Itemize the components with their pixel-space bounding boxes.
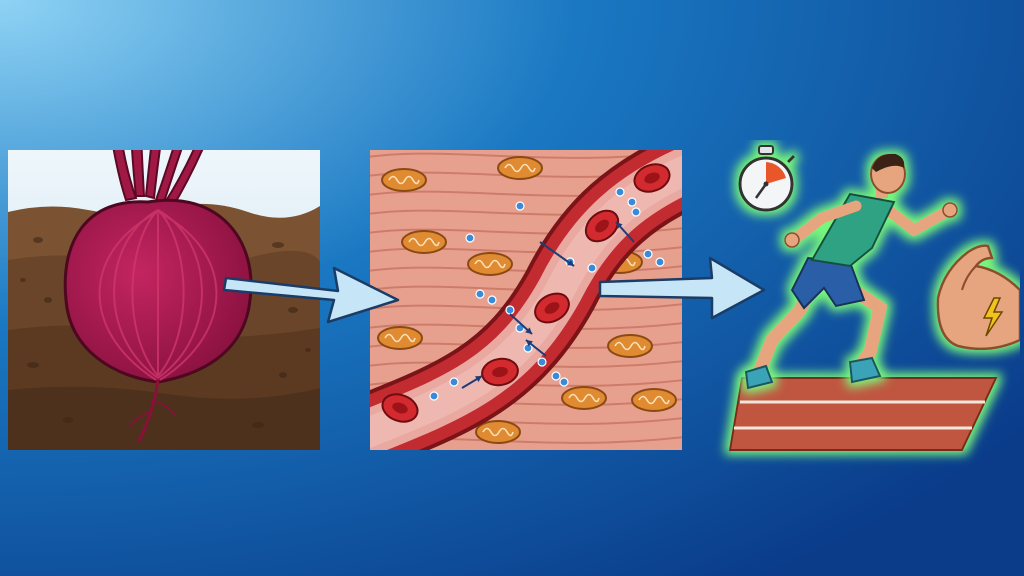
red-blood-cell [633, 163, 671, 193]
mitochondrion [475, 420, 521, 444]
red-blood-cell [481, 357, 519, 387]
muscle-panel [370, 150, 682, 450]
diffusion-arrows [461, 221, 635, 389]
beetroot-panel [8, 150, 320, 450]
beetroot-icon [63, 150, 253, 443]
diffusion-arrow [615, 221, 635, 243]
diffusion-arrow [461, 375, 483, 389]
nitric-oxide-molecule [537, 357, 547, 367]
running-track [728, 377, 998, 451]
mitochondrion [497, 156, 543, 180]
red-blood-cell [534, 292, 570, 324]
mitochondria-group [377, 156, 677, 444]
nitric-oxide-molecule [615, 187, 625, 197]
mitochondrion [607, 334, 653, 358]
runner-icon [744, 153, 958, 390]
nitric-oxide-molecule [587, 263, 597, 273]
nitric-oxide-molecule [655, 257, 665, 267]
nitric-oxide-molecule [559, 377, 569, 387]
diffusion-arrow [539, 241, 575, 267]
nitric-oxide-molecule [551, 371, 561, 381]
arrow-right-icon [598, 256, 766, 320]
stopwatch-icon [738, 145, 796, 212]
nitric-oxide-molecule [643, 249, 653, 259]
arrow-right-icon [222, 266, 400, 324]
red-blood-cell [584, 209, 620, 243]
nitric-oxide-molecule [465, 233, 475, 243]
mitochondrion [467, 252, 513, 276]
red-blood-cell [381, 393, 419, 423]
nitric-oxide-molecule [631, 207, 641, 217]
nitric-oxide-molecule [429, 391, 439, 401]
nitric-oxide-molecule [487, 295, 497, 305]
mitochondrion [631, 388, 677, 412]
mitochondrion [401, 230, 447, 254]
nitric-oxide-molecule [627, 197, 637, 207]
mitochondrion [377, 326, 423, 350]
flexed-arm-icon [936, 244, 1020, 351]
mitochondrion [381, 168, 427, 192]
nitric-oxide-molecules [429, 187, 665, 401]
mitochondrion [561, 386, 607, 410]
diffusion-arrow [525, 339, 547, 357]
blood-vessel [370, 150, 682, 450]
nitric-oxide-molecule [515, 201, 525, 211]
red-blood-cells [381, 163, 671, 423]
diffusion-arrow [509, 313, 533, 335]
lightning-icon [982, 297, 1004, 337]
performance-panel [728, 145, 1020, 451]
nitric-oxide-molecule [475, 289, 485, 299]
nitric-oxide-molecule [449, 377, 459, 387]
